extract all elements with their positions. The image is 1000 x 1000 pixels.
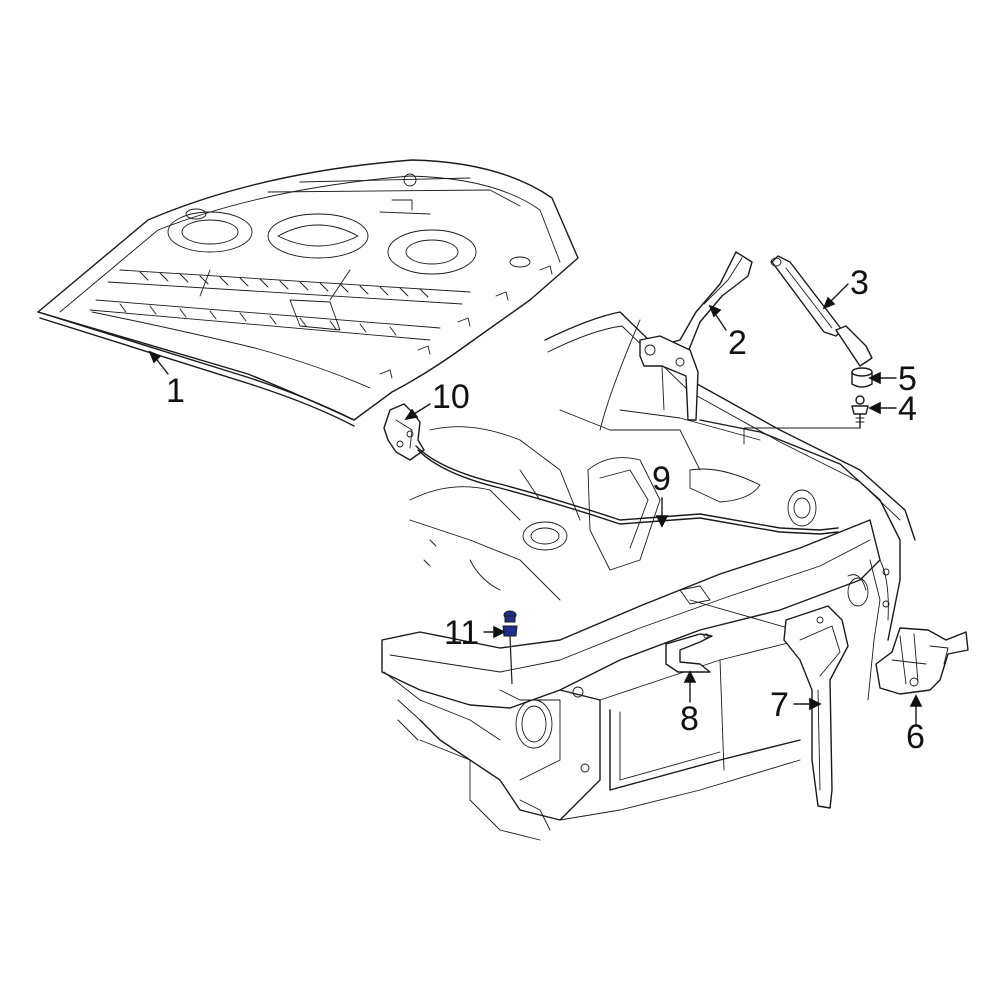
release-cable-drawing[interactable] — [415, 445, 839, 535]
support-drawing[interactable] — [783, 605, 849, 809]
callout-7: 7 — [770, 686, 789, 724]
callout-11: 11 — [444, 614, 479, 652]
bolt-drawing[interactable] — [502, 610, 518, 685]
callout-2: 2 — [728, 324, 747, 362]
strut-drawing[interactable] — [770, 255, 873, 367]
hood-drawing[interactable] — [37, 159, 579, 427]
hinge-drawing[interactable] — [639, 251, 753, 421]
callout-10: 10 — [432, 378, 470, 416]
bracket-drawing[interactable] — [665, 633, 713, 673]
callout-8: 8 — [680, 700, 699, 738]
callout-3: 3 — [850, 264, 869, 302]
callout-5: 5 — [898, 360, 917, 398]
latch-drawing[interactable] — [875, 627, 969, 695]
callout-1: 1 — [166, 372, 185, 410]
callout-6: 6 — [906, 718, 925, 756]
callout-numbers: 1 2 3 4 5 6 7 8 9 10 11 — [166, 264, 925, 756]
body-structure — [381, 311, 916, 841]
release-handle-drawing[interactable] — [383, 403, 425, 461]
callout-9: 9 — [652, 460, 671, 498]
callout-leaders — [148, 283, 923, 725]
ball-stud-drawing[interactable] — [851, 395, 869, 429]
callout-4: 4 — [898, 390, 917, 428]
bumper-drawing[interactable] — [851, 367, 873, 388]
